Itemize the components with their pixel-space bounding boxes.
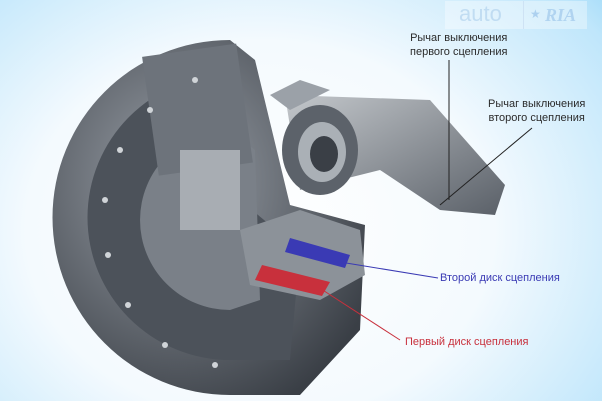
label-lever-second: Рычаг выключения второго сцепления [488, 97, 585, 125]
label-lever-first-line2: первого сцепления [410, 46, 508, 58]
release-bearing-assembly [270, 80, 505, 215]
watermark-auto-text: auto [459, 1, 502, 26]
watermark-ria-text: RIA [545, 5, 577, 25]
autoria-watermark: auto ★ RIA [445, 1, 587, 29]
label-disc-second: Второй диск сцепления [440, 272, 560, 284]
label-disc-first: Первый диск сцепления [405, 336, 529, 348]
label-lever-first-line1: Рычаг выключения [410, 32, 508, 44]
second-disc-highlight [285, 238, 350, 268]
watermark-divider [523, 1, 524, 29]
label-lever-second-line2: второго сцепления [488, 112, 585, 124]
label-lever-first: Рычаг выключения первого сцепления [410, 31, 507, 59]
leader-line-lever-second [439, 127, 533, 206]
leader-line-disc-second [339, 261, 439, 279]
dual-clutch-assembly [52, 40, 365, 395]
label-lever-second-line1: Рычаг выключения [488, 98, 586, 110]
star-icon: ★ [530, 7, 541, 21]
leader-line-disc-first [317, 286, 401, 341]
first-disc-highlight [255, 265, 330, 296]
